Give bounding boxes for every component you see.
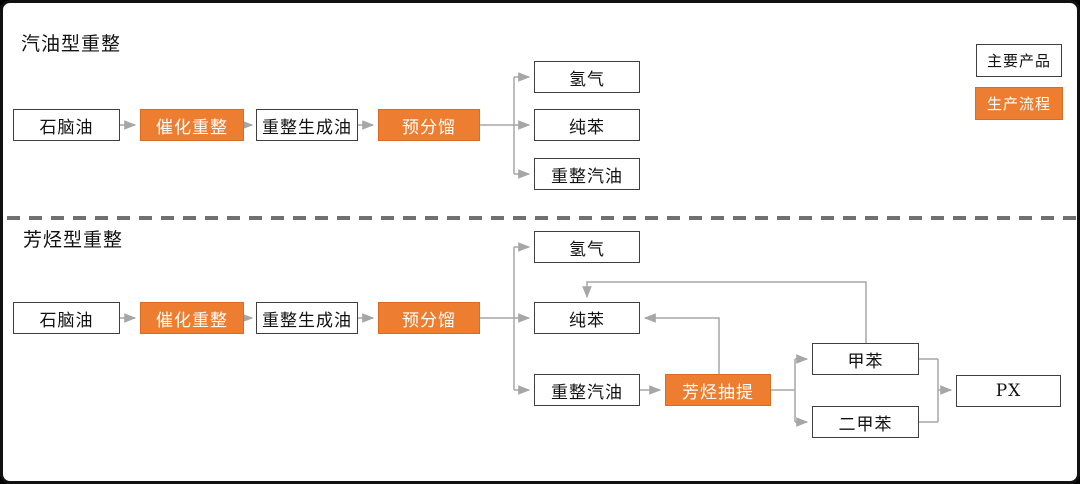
- g-prefrac-branch-trunk: [480, 77, 515, 174]
- node-aromatics-reformed-gasoline: 重整汽油: [534, 374, 640, 406]
- node-gasoline-hydrogen: 氢气: [534, 61, 640, 93]
- node-aromatics-catalytic-reforming: 催化重整: [140, 302, 244, 334]
- node-aromatics-naphtha: 石脑油: [13, 302, 120, 334]
- node-aromatics-benzene: 纯苯: [534, 302, 640, 334]
- node-aromatics-prefractionation: 预分馏: [378, 302, 480, 334]
- node-gasoline-benzene: 纯苯: [534, 109, 640, 141]
- node-gasoline-catalytic-reforming: 催化重整: [140, 109, 244, 141]
- arrow-a-aromex-to-benzene-feedback: [643, 313, 720, 374]
- section-divider: [7, 216, 1077, 220]
- node-gasoline-reformed-gasoline: 重整汽油: [534, 158, 640, 190]
- node-aromatics-xylene: 二甲苯: [812, 406, 919, 438]
- legend-process: 生产流程: [975, 87, 1063, 120]
- a-aromex-branch-trunk: [771, 359, 796, 422]
- node-aromatics-px: PX: [956, 375, 1061, 407]
- node-aromatics-extraction: 芳烃抽提: [665, 374, 771, 406]
- node-gasoline-reformate: 重整生成油: [256, 109, 358, 141]
- section-title-aromatics: 芳烃型重整: [23, 229, 124, 251]
- section-title-gasoline: 汽油型重整: [21, 33, 122, 55]
- node-gasoline-naphtha: 石脑油: [13, 109, 120, 141]
- node-aromatics-toluene: 甲苯: [812, 343, 919, 375]
- legend-main-product: 主要产品: [976, 44, 1062, 77]
- node-aromatics-reformate: 重整生成油: [256, 302, 358, 334]
- a-prefrac-branch-trunk: [480, 247, 515, 390]
- node-aromatics-hydrogen: 氢气: [534, 231, 640, 263]
- node-gasoline-prefractionation: 预分馏: [378, 109, 480, 141]
- a-merge-trunk: [919, 358, 939, 423]
